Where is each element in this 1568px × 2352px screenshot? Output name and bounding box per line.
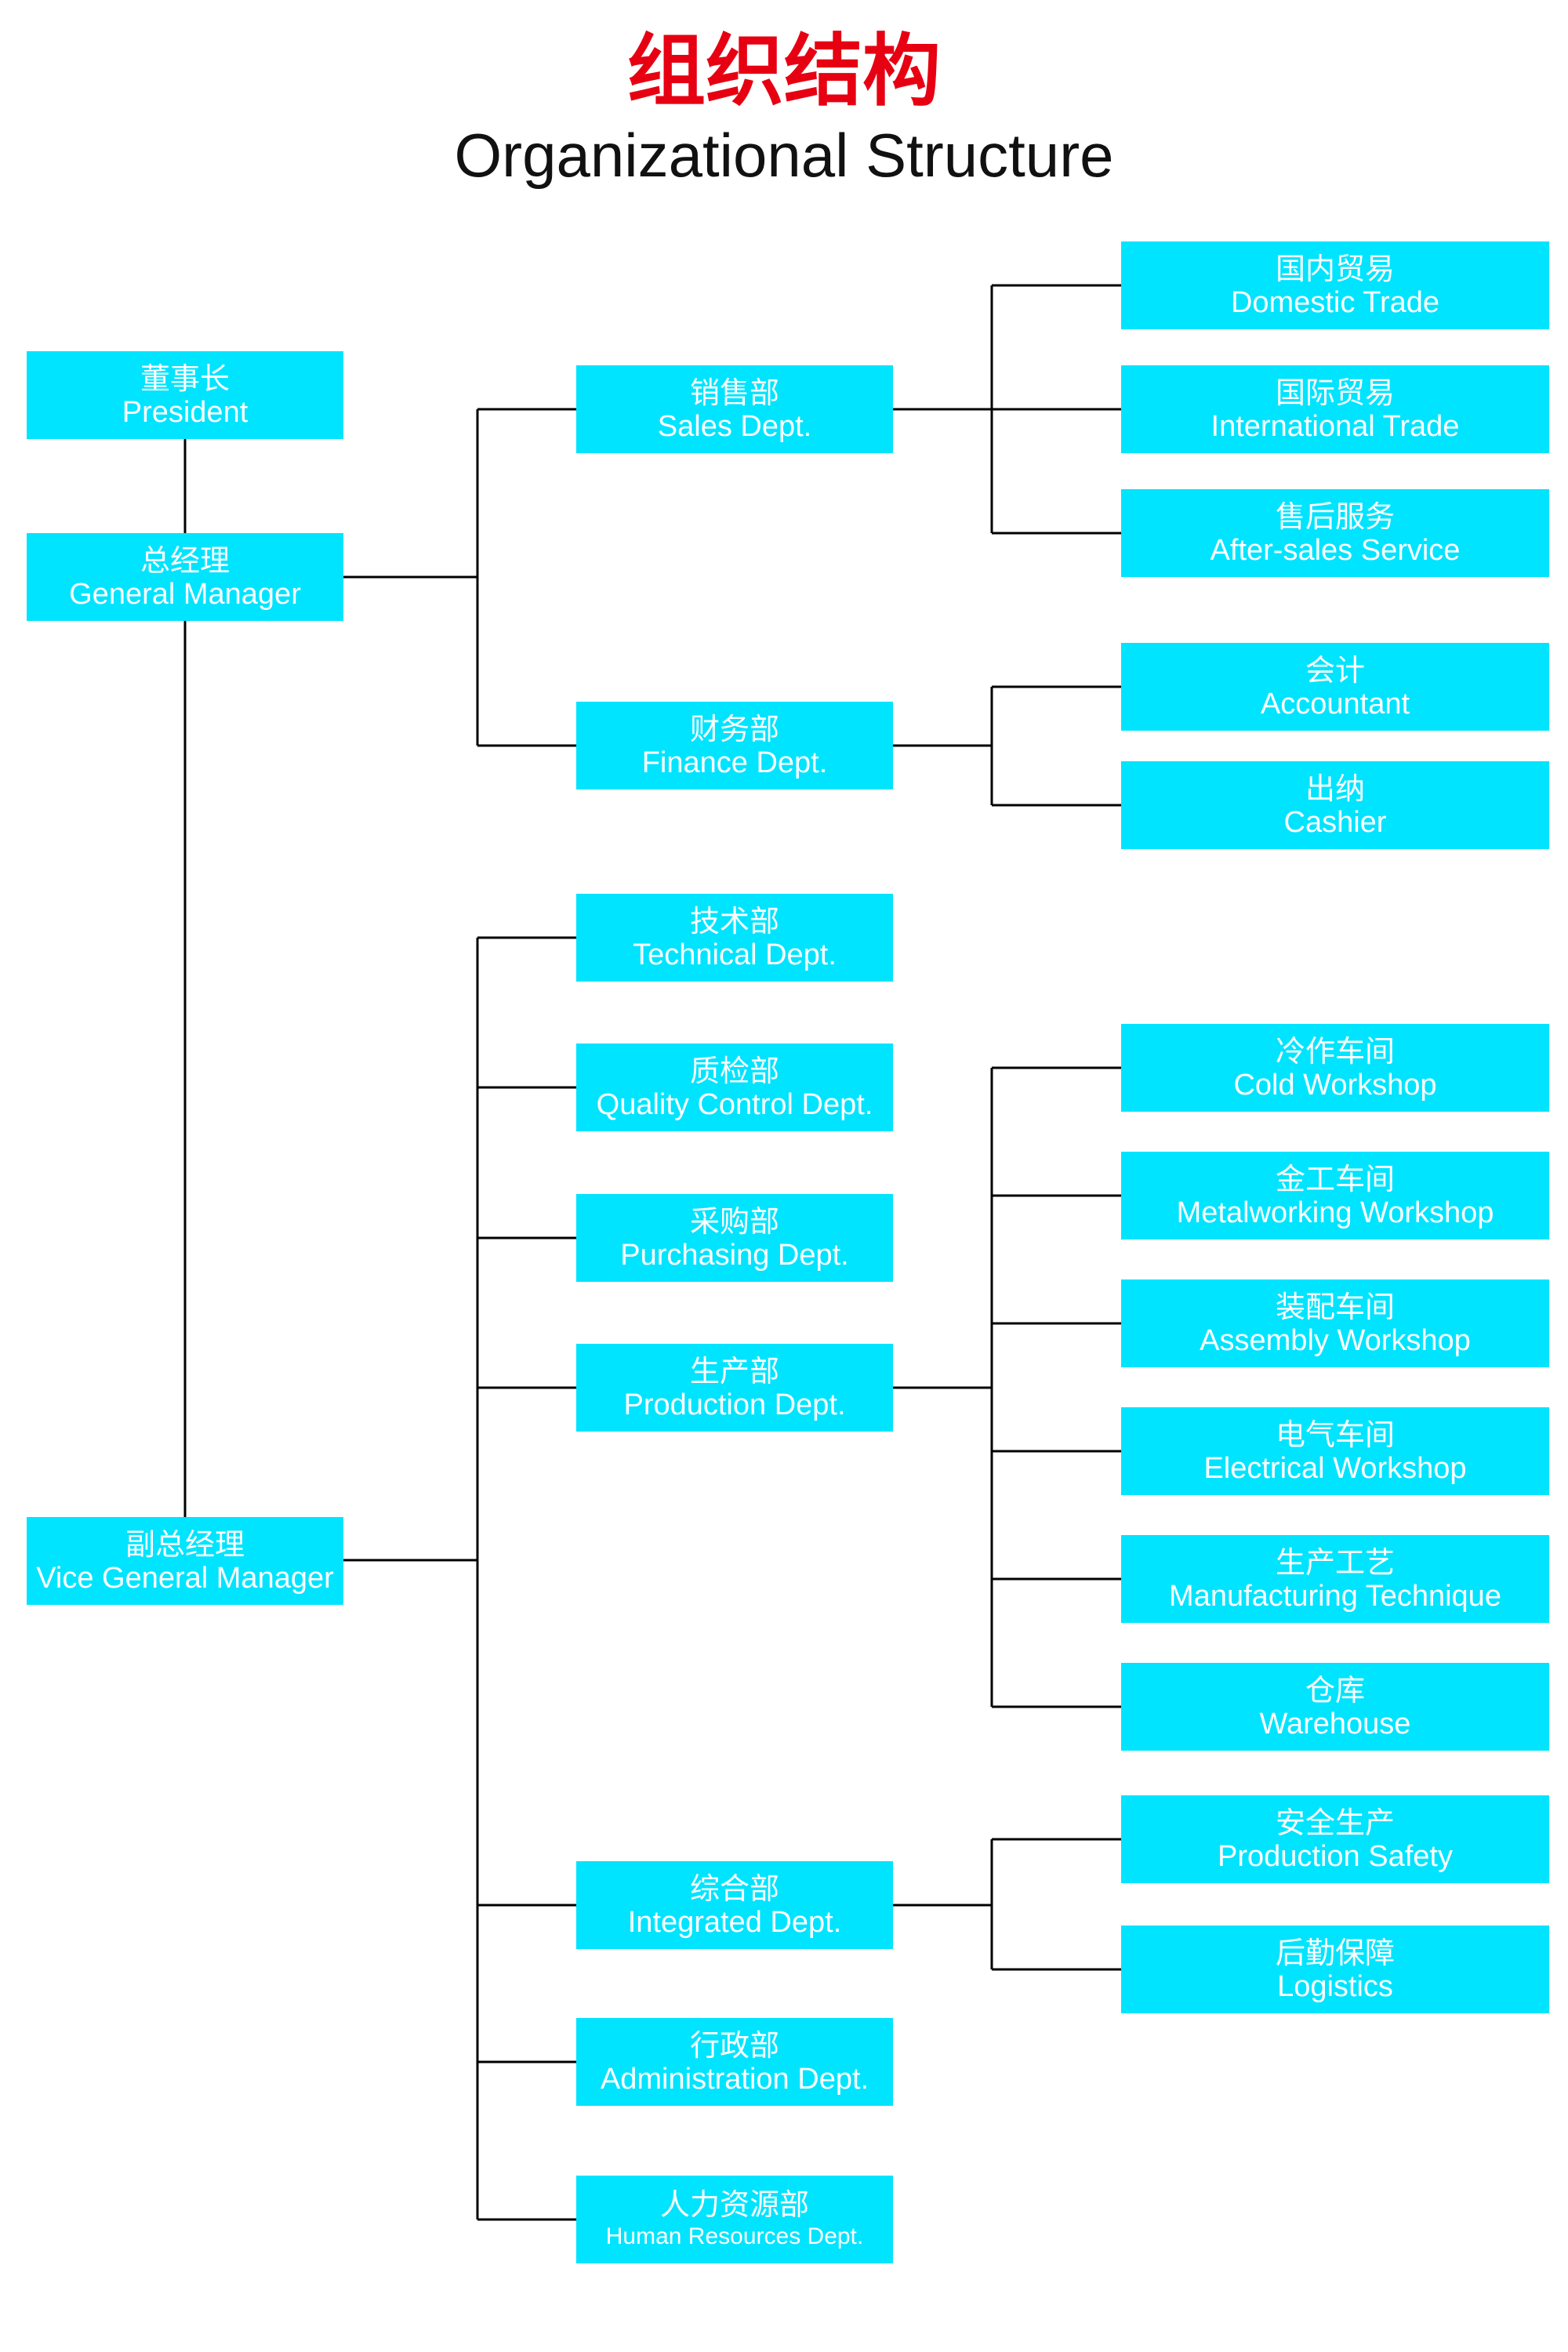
node-hr-dept: 人力资源部 Human Resources Dept. — [576, 2176, 893, 2263]
node-label-cn: 国内贸易 — [1275, 252, 1395, 286]
node-label-cn: 装配车间 — [1275, 1290, 1395, 1324]
node-label-cn: 后勤保障 — [1275, 1936, 1395, 1970]
node-electrical-workshop: 电气车间 Electrical Workshop — [1121, 1407, 1549, 1495]
node-label-en: Integrated Dept. — [627, 1906, 842, 1939]
node-integrated-dept: 综合部 Integrated Dept. — [576, 1861, 893, 1949]
node-label-cn: 综合部 — [689, 1871, 779, 1906]
node-international-trade: 国际贸易 International Trade — [1121, 365, 1549, 453]
node-label-cn: 出纳 — [1305, 771, 1365, 806]
node-sales-dept: 销售部 Sales Dept. — [576, 365, 893, 453]
node-label-cn: 金工车间 — [1275, 1162, 1395, 1196]
node-cashier: 出纳 Cashier — [1121, 761, 1549, 849]
node-quality-dept: 质检部 Quality Control Dept. — [576, 1044, 893, 1131]
page-title-english: Organizational Structure — [454, 121, 1114, 190]
node-general-manager: 总经理 General Manager — [27, 533, 343, 621]
node-label-en: Cashier — [1283, 806, 1387, 839]
node-accountant: 会计 Accountant — [1121, 643, 1549, 731]
node-label-cn: 质检部 — [689, 1054, 779, 1088]
node-label-cn: 冷作车间 — [1275, 1034, 1395, 1069]
node-cold-workshop: 冷作车间 Cold Workshop — [1121, 1024, 1549, 1112]
node-label-en: Manufacturing Technique — [1169, 1580, 1501, 1613]
node-label-cn: 采购部 — [689, 1204, 779, 1239]
node-label-en: Domestic Trade — [1230, 286, 1440, 319]
node-label-en: Production Dept. — [623, 1388, 846, 1421]
page-title-chinese: 组织结构 — [627, 24, 941, 117]
node-label-cn: 销售部 — [689, 376, 779, 410]
node-label-cn: 电气车间 — [1275, 1417, 1395, 1452]
node-production-dept: 生产部 Production Dept. — [576, 1344, 893, 1432]
node-after-sales-service: 售后服务 After-sales Service — [1121, 489, 1549, 577]
node-label-en: Quality Control Dept. — [596, 1088, 873, 1121]
node-label-cn: 国际贸易 — [1275, 376, 1395, 410]
node-label-en: Metalworking Workshop — [1176, 1196, 1494, 1229]
node-technical-dept: 技术部 Technical Dept. — [576, 894, 893, 982]
node-label-en: After-sales Service — [1210, 534, 1461, 567]
node-label-cn: 总经理 — [140, 543, 230, 578]
node-label-en: Logistics — [1277, 1970, 1393, 2003]
node-label-en: Finance Dept. — [641, 746, 828, 779]
node-label-en: President — [122, 396, 249, 429]
node-label-en: Warehouse — [1259, 1708, 1411, 1740]
node-label-cn: 人力资源部 — [659, 2187, 809, 2222]
node-label-en: Electrical Workshop — [1203, 1452, 1467, 1485]
node-label-en: Production Safety — [1218, 1840, 1453, 1873]
node-production-safety: 安全生产 Production Safety — [1121, 1795, 1549, 1883]
node-label-cn: 行政部 — [689, 2028, 779, 2063]
node-label-en: Cold Workshop — [1233, 1069, 1437, 1102]
node-label-cn: 财务部 — [689, 712, 779, 746]
node-label-cn: 会计 — [1305, 653, 1365, 688]
node-label-en: Administration Dept. — [600, 2063, 869, 2096]
node-purchasing-dept: 采购部 Purchasing Dept. — [576, 1194, 893, 1282]
node-logistics: 后勤保障 Logistics — [1121, 1926, 1549, 2013]
node-finance-dept: 财务部 Finance Dept. — [576, 702, 893, 789]
node-label-cn: 安全生产 — [1275, 1806, 1395, 1840]
node-metalworking-workshop: 金工车间 Metalworking Workshop — [1121, 1152, 1549, 1240]
node-vice-general-manager: 副总经理 Vice General Manager — [27, 1517, 343, 1605]
node-label-cn: 售后服务 — [1275, 499, 1395, 534]
node-label-en: Assembly Workshop — [1200, 1324, 1471, 1357]
node-administration-dept: 行政部 Administration Dept. — [576, 2018, 893, 2106]
node-label-en: Vice General Manager — [36, 1562, 334, 1595]
node-label-en: Sales Dept. — [657, 410, 812, 443]
node-label-en: Purchasing Dept. — [620, 1239, 849, 1272]
node-label-cn: 技术部 — [689, 904, 779, 938]
node-label-cn: 生产部 — [689, 1354, 779, 1388]
node-label-cn: 董事长 — [140, 361, 230, 396]
node-label-cn: 副总经理 — [125, 1527, 245, 1562]
node-warehouse: 仓库 Warehouse — [1121, 1663, 1549, 1751]
node-president: 董事长 President — [27, 351, 343, 439]
node-manufacturing-technique: 生产工艺 Manufacturing Technique — [1121, 1535, 1549, 1623]
node-label-cn: 生产工艺 — [1275, 1545, 1395, 1580]
node-label-en: General Manager — [69, 578, 301, 611]
node-label-cn: 仓库 — [1305, 1673, 1365, 1708]
node-label-en: Technical Dept. — [633, 938, 837, 971]
node-label-en: International Trade — [1210, 410, 1460, 443]
node-assembly-workshop: 装配车间 Assembly Workshop — [1121, 1279, 1549, 1367]
node-label-en: Human Resources Dept. — [605, 2223, 864, 2249]
node-label-en: Accountant — [1260, 688, 1410, 720]
node-domestic-trade: 国内贸易 Domestic Trade — [1121, 241, 1549, 329]
